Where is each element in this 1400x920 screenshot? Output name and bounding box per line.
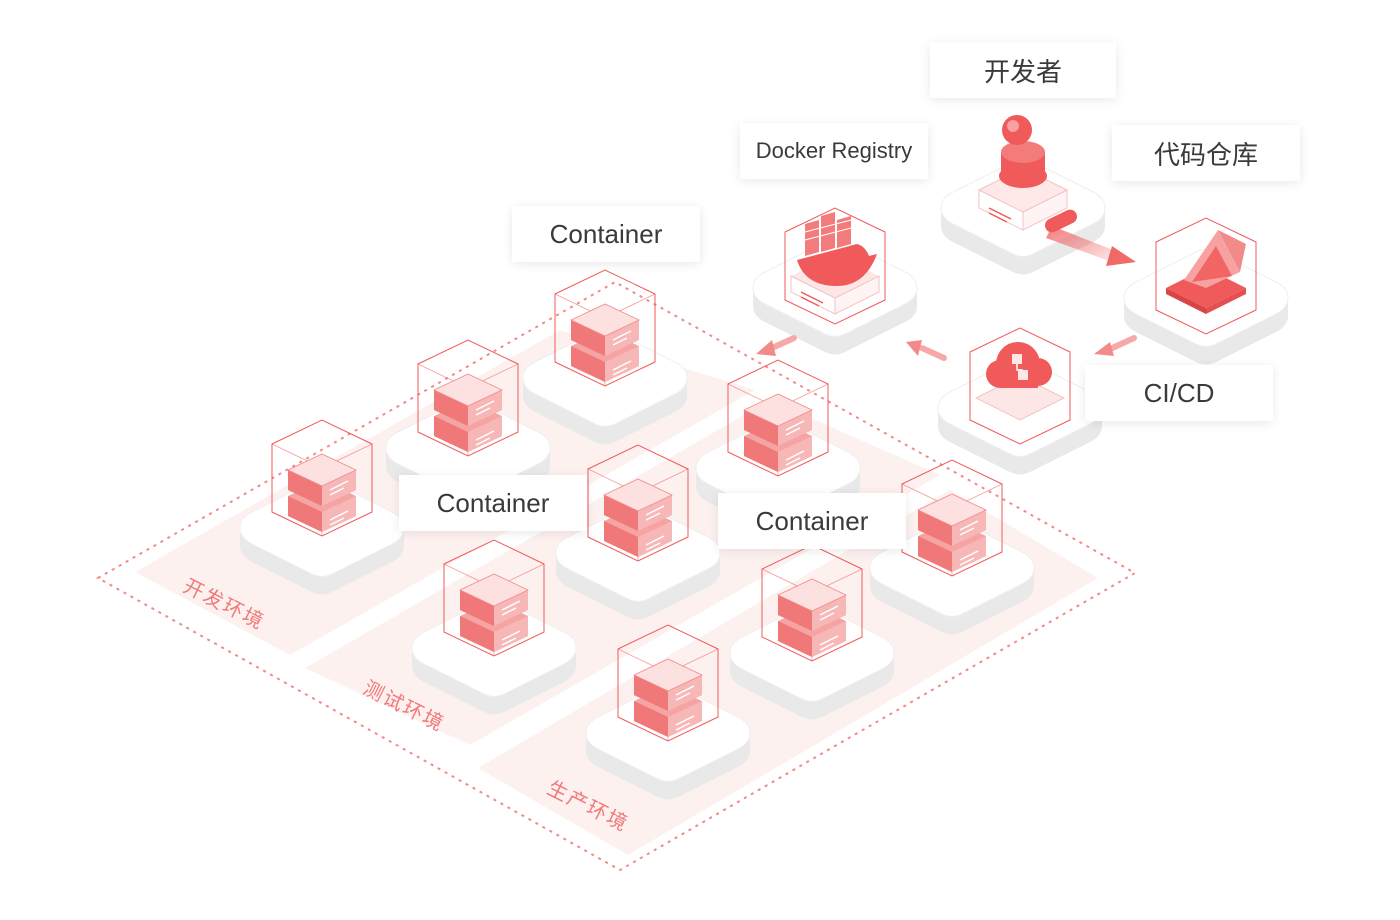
cicd-label: CI/CD [1085, 365, 1273, 421]
container-label: Container [399, 475, 587, 531]
git-repository-icon [1155, 217, 1257, 335]
arrow-cicd-to-registry [906, 340, 947, 361]
developer-label: 开发者 [930, 42, 1116, 98]
cicd-node [937, 327, 1103, 475]
docker-registry-node [752, 207, 918, 355]
cloud-pipeline-icon [969, 327, 1071, 445]
arrow-registry-to-containers [756, 335, 797, 356]
developer-user-icon [977, 115, 1069, 231]
code-repo-label: 代码仓库 [1112, 125, 1300, 181]
environment-boundary [95, 280, 1138, 872]
docker-registry-label: Docker Registry [740, 123, 928, 179]
container-label: Container [512, 206, 700, 262]
developer-node [940, 115, 1106, 275]
docker-whale-icon [784, 207, 886, 325]
code-repo-node [1123, 217, 1289, 365]
arrow-developer-to-repo [1045, 209, 1136, 266]
arrow-repo-to-cicd [1094, 335, 1137, 356]
container-label: Container [718, 493, 906, 549]
